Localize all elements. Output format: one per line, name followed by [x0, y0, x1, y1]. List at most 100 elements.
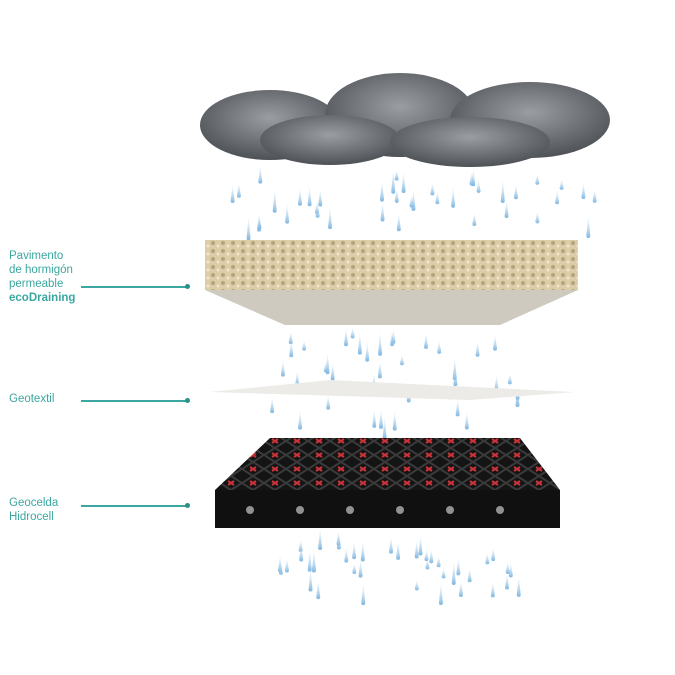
rain-drop [352, 563, 357, 574]
rain-drop [451, 561, 456, 586]
rain-drop [377, 360, 382, 379]
rain-drop [535, 174, 540, 185]
rain-drop [230, 184, 235, 203]
label-geotextile: Geotextil [9, 392, 54, 406]
rain-drop [396, 212, 401, 232]
rain-drop [323, 362, 328, 373]
rain-drop [380, 202, 385, 222]
rain-drop [491, 547, 496, 562]
rain-drop [505, 561, 510, 574]
geotextile-leader-line [81, 400, 187, 402]
geotextile-leader-dot [185, 398, 190, 403]
rain-drop [456, 558, 461, 576]
rain-drop [458, 580, 463, 597]
permeable-concrete-slab [205, 240, 578, 325]
rain-drop [278, 563, 283, 575]
rain-drop [396, 541, 401, 560]
rain-drop [344, 548, 349, 563]
rain-drop [586, 215, 591, 239]
rain-drop [350, 327, 355, 339]
label-geocell-line1: Geocelda [9, 497, 59, 509]
rain-drop [535, 211, 540, 224]
rain-drop [307, 550, 312, 572]
rain-drop [382, 416, 387, 440]
rain-drop [270, 396, 275, 414]
rain-drop [295, 370, 300, 387]
rain-drop [299, 545, 304, 562]
rain-drop [418, 535, 423, 556]
rain-drop [391, 169, 396, 194]
rain-drop [559, 179, 564, 190]
rain-drop [307, 186, 312, 207]
rain-drop [372, 409, 377, 428]
rain-drop [451, 187, 456, 208]
rain-drop [475, 341, 480, 357]
rain-drop [326, 395, 331, 410]
rain-drop [455, 399, 460, 417]
pavement-leader-dot [185, 284, 190, 289]
rain-drop [358, 559, 363, 578]
rain-drop [394, 169, 399, 181]
rain-drop [555, 190, 560, 205]
rain-drop [464, 411, 469, 430]
rain-drop [288, 331, 293, 345]
rain-drop [411, 189, 416, 211]
geocell-leader-dot [185, 503, 190, 508]
geocell-leader-line [81, 505, 187, 507]
rain-drop [378, 332, 383, 356]
rain-drop [438, 582, 443, 606]
rain-drop [352, 541, 357, 560]
rain-drop [360, 541, 365, 562]
rain-drop [493, 334, 498, 351]
rain-drop [469, 172, 474, 186]
rain-drop [272, 189, 277, 213]
rain-drop [424, 549, 429, 562]
label-pavement-line2: de hormigón [9, 264, 73, 276]
rain-drop [311, 549, 316, 573]
rain-drop [298, 410, 303, 430]
rain-drop [507, 373, 512, 385]
rain-drop [441, 568, 446, 579]
rain-drop [308, 569, 313, 592]
rain-drop [435, 191, 440, 205]
rain-drop [399, 354, 404, 366]
rain-drop [389, 536, 394, 554]
rain-drop [361, 583, 366, 606]
pavement-leader-line [81, 286, 187, 288]
rain-drop [401, 171, 406, 193]
rain-drops [230, 166, 597, 606]
rain-drop [467, 568, 472, 583]
rain-drop [318, 189, 323, 207]
rain-drop [429, 549, 434, 564]
rain-drop [513, 184, 518, 200]
rain-drop [344, 327, 349, 347]
rain-drop [508, 562, 513, 578]
rain-drop [302, 340, 307, 351]
rain-drop [485, 553, 490, 565]
label-geocell-line2: Hidrocell [9, 511, 54, 523]
rain-drop [285, 203, 290, 224]
label-pavement-line1: Pavimento [9, 250, 64, 262]
rain-drop [330, 363, 335, 381]
rain-drop [328, 207, 333, 230]
rain-drop [236, 182, 241, 198]
rain-drop [394, 189, 399, 203]
rain-drop [336, 534, 341, 550]
rain-drop [284, 558, 289, 573]
rain-drop [476, 180, 481, 193]
rain-drop [430, 183, 435, 196]
rain-drop [424, 333, 429, 349]
rain-drop [392, 411, 397, 431]
rain-drop [472, 212, 477, 227]
label-pavement-line4: ecoDraining [9, 292, 76, 304]
rain-drop [297, 188, 302, 206]
label-pavement: Pavimento de hormigón permeable ecoDrain… [9, 249, 75, 305]
rain-drop [258, 166, 263, 184]
label-geotextile-line1: Geotextil [9, 393, 55, 405]
rain-drop [289, 340, 294, 358]
rain-drop [318, 528, 323, 550]
rain-drop [257, 215, 262, 230]
rain-drop [357, 332, 362, 355]
rain-drop [425, 558, 430, 570]
